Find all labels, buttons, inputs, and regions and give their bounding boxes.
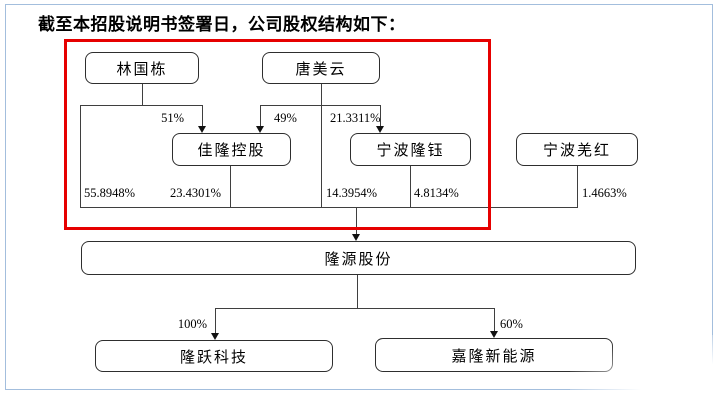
- connector-line: [80, 105, 203, 106]
- connector-line: [215, 308, 216, 333]
- connector-line: [260, 105, 381, 106]
- ownership-label-lin-to-jialong: 51%: [161, 111, 184, 125]
- connector-line: [215, 308, 495, 309]
- node-ningbo-qianghong: 宁波羌红: [516, 133, 638, 166]
- node-tang-meiyun: 唐美云: [262, 52, 380, 84]
- connector-line: [80, 207, 578, 208]
- connector-line: [577, 166, 578, 207]
- arrowhead-down-icon: [376, 126, 384, 133]
- arrowhead-down-icon: [198, 126, 206, 133]
- node-longyue-tech: 隆跃科技: [95, 340, 333, 372]
- connector-line: [356, 207, 357, 234]
- ownership-label-longyu-to-longyuan: 4.8134%: [414, 186, 459, 200]
- node-ningbo-longyu: 宁波隆钰: [350, 133, 471, 166]
- connector-line: [230, 166, 231, 207]
- connector-line: [410, 166, 411, 207]
- page-title: 截至本招股说明书签署日，公司股权结构如下：: [38, 15, 406, 34]
- ownership-label-qianghong-to-longyuan: 1.4663%: [582, 186, 627, 200]
- page-border-frame: [5, 4, 713, 390]
- node-lin-guodong: 林国栋: [85, 52, 199, 84]
- connector-line: [357, 275, 358, 308]
- corner-fade-overlay: [570, 335, 720, 401]
- ownership-label-jialong-to-longyuan: 23.4301%: [170, 186, 222, 200]
- connector-line: [321, 84, 322, 207]
- arrowhead-down-icon: [211, 333, 219, 340]
- ownership-label-lin-to-longyuan: 55.8948%: [84, 186, 136, 200]
- ownership-label-tang-to-jialong: 49%: [274, 111, 297, 125]
- ownership-label-tang-to-longyuan: 14.3954%: [326, 186, 378, 200]
- connector-line: [142, 84, 143, 105]
- node-longyuan-shares: 隆源股份: [81, 241, 636, 275]
- highlight-rectangle: [64, 39, 491, 230]
- ownership-label-longyuan-to-longyue: 100%: [177, 317, 207, 331]
- connector-line: [380, 105, 381, 126]
- ownership-label-tang-to-longyu: 21.3311%: [330, 111, 381, 125]
- connector-line: [494, 308, 495, 331]
- node-jialong-holdings: 佳隆控股: [172, 133, 291, 166]
- arrowhead-down-icon: [352, 234, 360, 241]
- arrowhead-down-icon: [256, 126, 264, 133]
- connector-line: [260, 105, 261, 126]
- connector-line: [202, 105, 203, 126]
- connector-line: [80, 105, 81, 207]
- ownership-label-longyuan-to-jialongxin: 60%: [500, 317, 523, 331]
- arrowhead-down-icon: [490, 331, 498, 338]
